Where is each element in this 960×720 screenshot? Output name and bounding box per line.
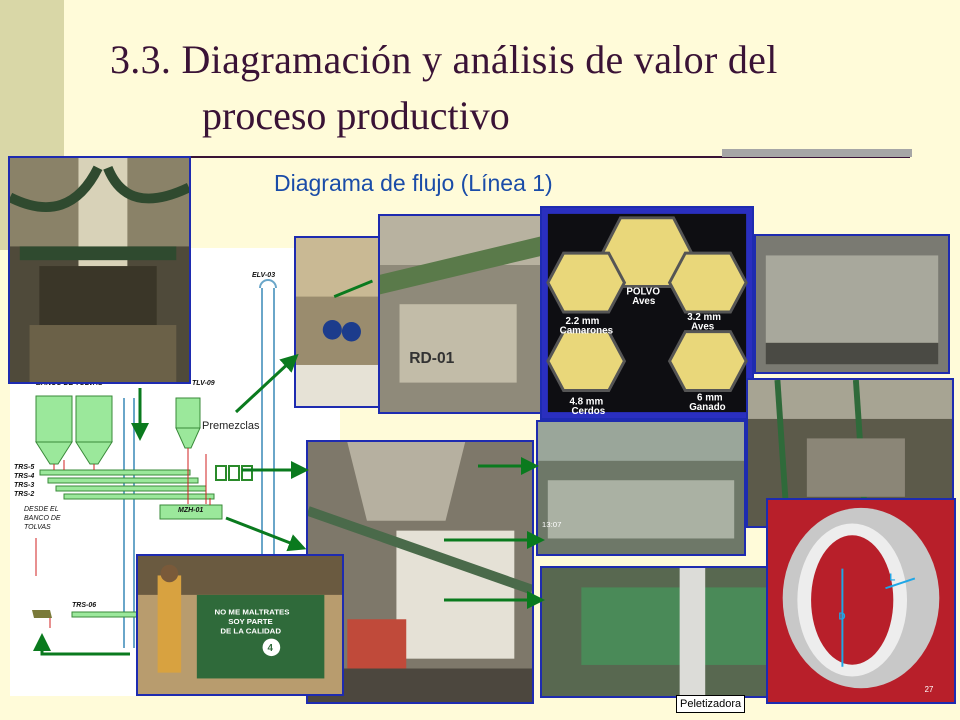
photo-pellet-die: D L 27 xyxy=(766,498,956,704)
die-label-l: L xyxy=(889,572,895,583)
label-trs2: TRS-2 xyxy=(14,491,35,498)
label-desde2: BANCO DE xyxy=(24,515,61,522)
pellet-camarones: Camarones xyxy=(560,326,614,337)
slide-title-line1: 3.3. Diagramación y análisis de valor de… xyxy=(110,37,778,82)
label-desde3: TOLVAS xyxy=(24,524,51,531)
label-trs5: TRS-5 xyxy=(14,464,35,471)
pellet-aves2: Aves xyxy=(691,322,715,333)
sign-line2: SOY PARTE xyxy=(228,617,273,626)
sign-number: 4 xyxy=(267,643,273,654)
photo-pellet-samples: POLVO Aves 2.2 mm Camarones 3.2 mm Aves … xyxy=(540,206,754,420)
pellet-aves1: Aves xyxy=(632,296,656,307)
photo-pellet-machine xyxy=(306,440,534,704)
pellet-mm22: 2.2 mm xyxy=(566,316,600,327)
slide-number: 27 xyxy=(925,685,934,694)
slide-title-line2: proceso productivo xyxy=(202,93,510,138)
peletizadora-label: Peletizadora xyxy=(676,695,746,713)
pellet-ganado: Ganado xyxy=(689,402,725,413)
pellet-mm6: 6 mm xyxy=(697,392,723,403)
die-label-d: D xyxy=(838,612,845,623)
label-trs3: TRS-3 xyxy=(14,482,35,489)
diagram-subtitle: Diagrama de flujo (Línea 1) xyxy=(274,170,553,196)
photo-sifter xyxy=(754,234,950,374)
photo-hopper-machine: RD-01 xyxy=(378,214,546,414)
photo-crd-text: RD-01 xyxy=(409,350,454,367)
title-accent-bar xyxy=(722,149,912,157)
label-mzh: MZH-01 xyxy=(178,507,204,514)
label-elv: ELV-03 xyxy=(252,272,276,279)
premezclas-label: Premezclas xyxy=(202,420,260,432)
pellet-cerdos: Cerdos xyxy=(571,406,605,417)
label-trs06: TRS-06 xyxy=(72,602,97,609)
arrow-return xyxy=(33,633,130,656)
flow-red-lines xyxy=(35,448,211,628)
pellet-mm32: 3.2 mm xyxy=(687,312,721,323)
label-trs4: TRS-4 xyxy=(14,473,35,480)
photo-factory-hoppers xyxy=(8,156,191,384)
sign-line3: DE LA CALIDAD xyxy=(220,627,281,636)
conveyor-lines xyxy=(32,469,223,618)
photo-green-bin: 13:07 xyxy=(536,420,746,556)
photo-timestamp: 13:07 xyxy=(542,520,562,529)
photo-worker-cart: NO ME MALTRATES SOY PARTE DE LA CALIDAD … xyxy=(136,554,344,696)
tlv-silo-shape xyxy=(175,397,201,449)
arrow-to-storage xyxy=(234,353,299,414)
sign-line1: NO ME MALTRATES xyxy=(215,607,290,616)
photo-sack-storage xyxy=(294,236,384,408)
arrow-mixer xyxy=(225,516,307,552)
pellet-mm48: 4.8 mm xyxy=(569,396,603,407)
title-divider xyxy=(190,156,910,158)
label-desde1: DESDE EL xyxy=(24,506,59,513)
photo-conditioner xyxy=(540,566,778,698)
label-tlv: TLV-09 xyxy=(192,380,215,387)
premezclas-hoppers xyxy=(215,465,253,481)
silo-bank-shape xyxy=(35,395,113,465)
pellet-polvo: POLVO xyxy=(626,286,660,297)
